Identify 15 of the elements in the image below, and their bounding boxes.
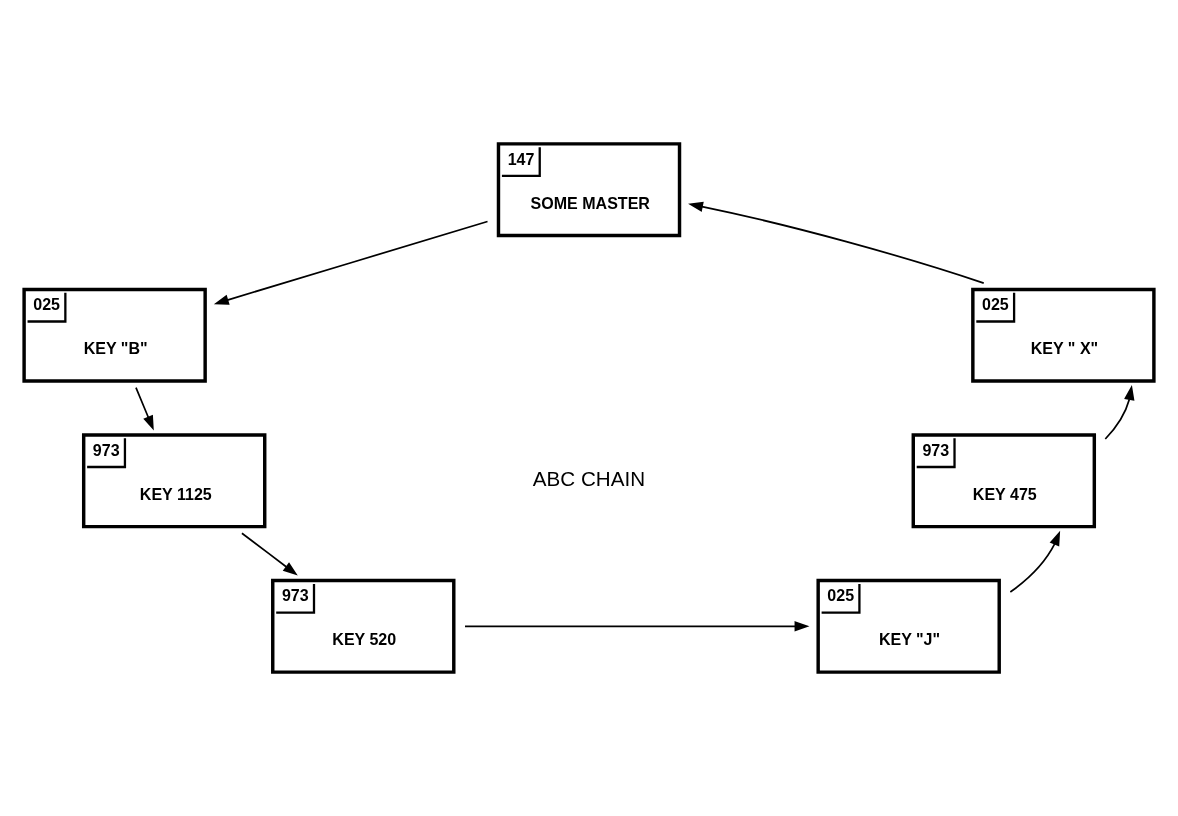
- arrow: [241, 532, 298, 576]
- arrow: [1009, 530, 1061, 593]
- node-box: 025 KEY "B": [22, 287, 207, 383]
- arrow: [213, 220, 489, 305]
- arrow: [688, 201, 985, 284]
- node-box: 025 KEY " X": [971, 287, 1156, 383]
- label: ABC CHAIN: [532, 466, 646, 490]
- node-box: 147 SOME MASTER: [496, 142, 682, 238]
- arrow: [1104, 385, 1135, 440]
- node-box: 025 KEY "J": [816, 578, 1001, 674]
- node-box: 973 KEY 520: [271, 578, 456, 674]
- arrow: [135, 386, 154, 431]
- node-box: 973 KEY 475: [911, 433, 1097, 529]
- arrow: [464, 621, 810, 632]
- node-box: 973 KEY 1125: [81, 433, 267, 529]
